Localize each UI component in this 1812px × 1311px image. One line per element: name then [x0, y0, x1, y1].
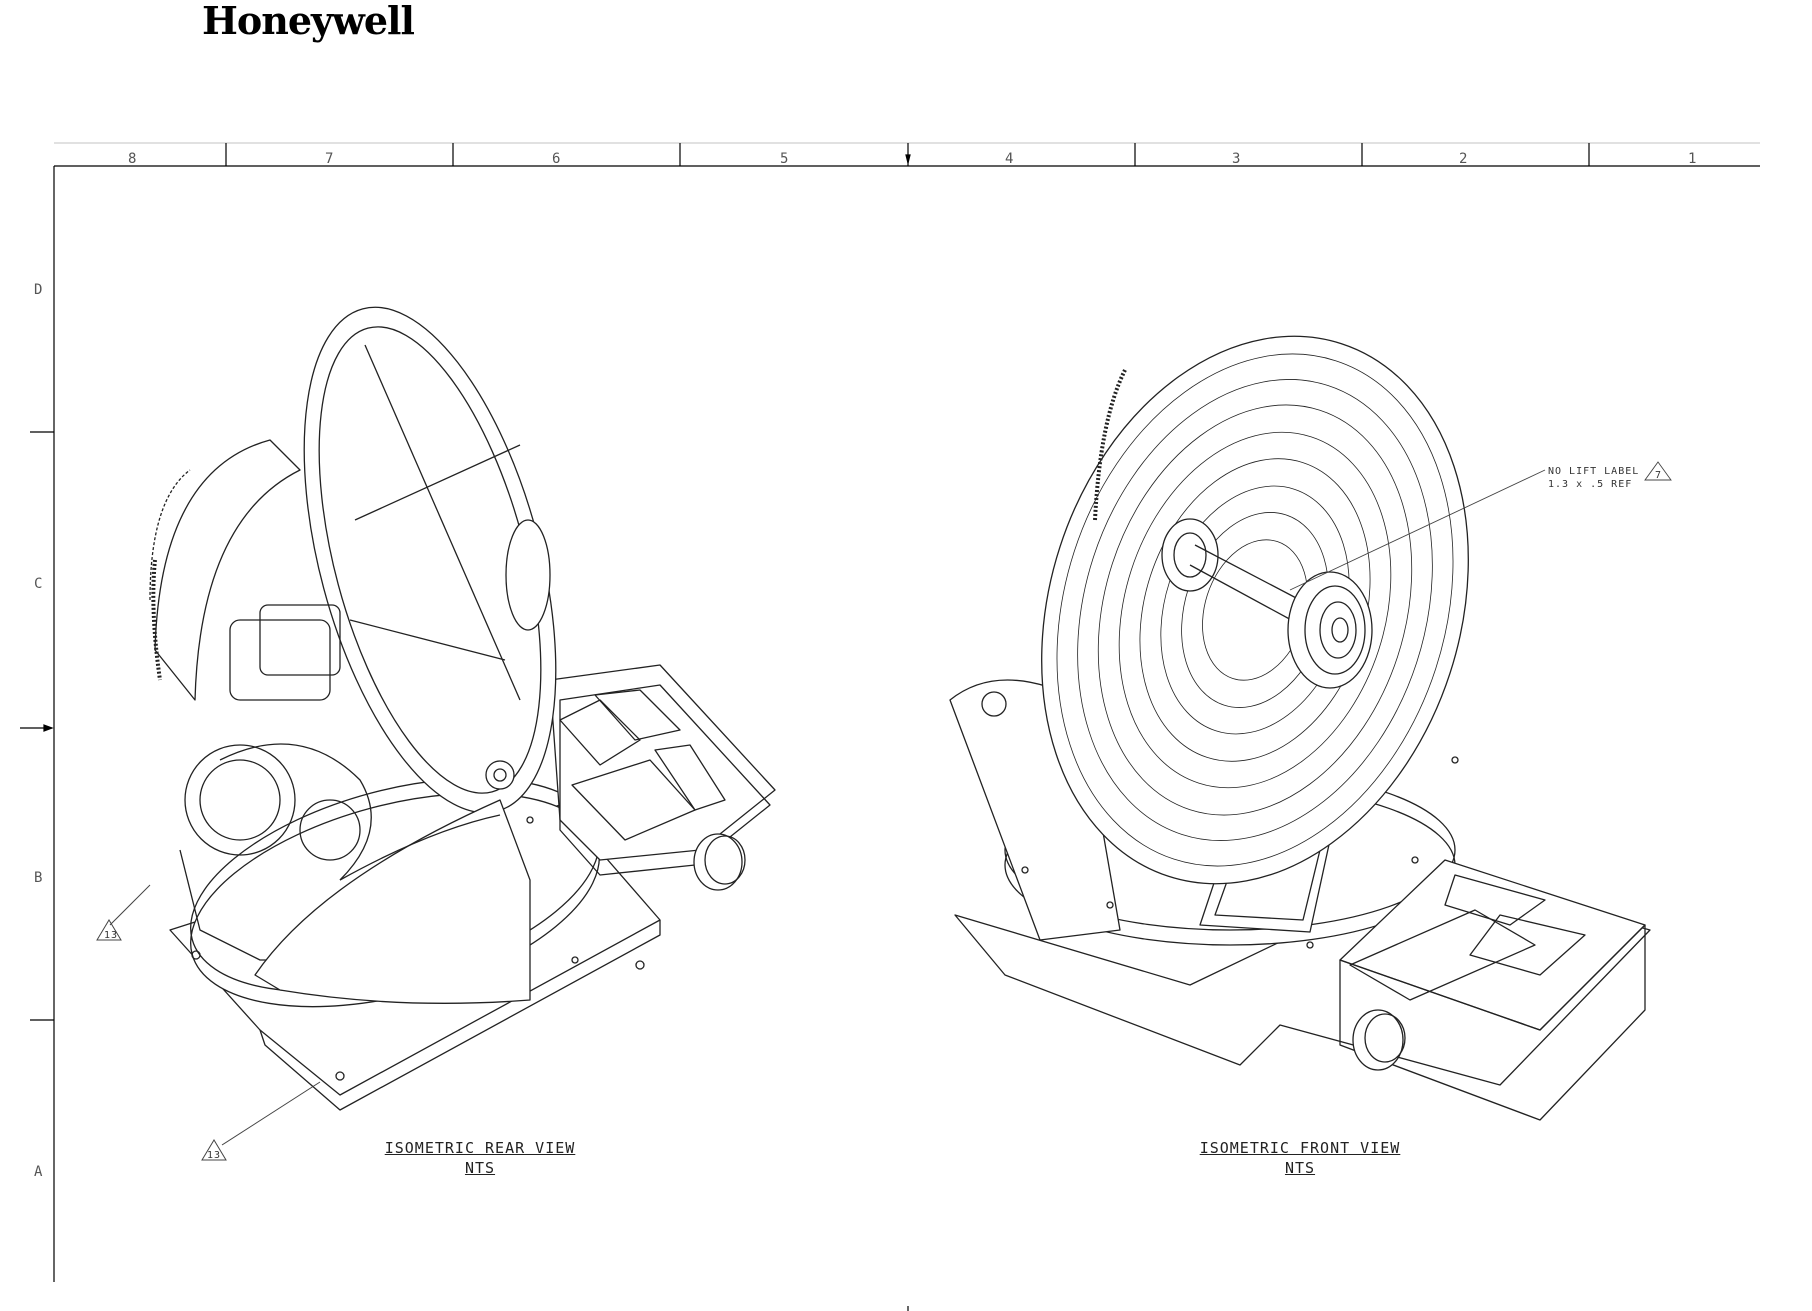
rear-view-title: ISOMETRIC REAR VIEW	[380, 1138, 580, 1158]
note-flag: 7	[1655, 470, 1662, 481]
note-line-2: 1.3 x .5 REF	[1548, 479, 1632, 490]
column-label: 6	[552, 151, 560, 167]
column-label: 8	[128, 151, 136, 167]
column-label: 4	[1005, 151, 1013, 167]
drawing-frame	[20, 143, 1760, 1311]
rear-view-caption: ISOMETRIC REAR VIEW NTS	[380, 1138, 580, 1178]
column-label: 7	[325, 151, 333, 167]
callout-flag: 13	[104, 930, 118, 941]
row-label: A	[34, 1164, 43, 1180]
column-label: 1	[1688, 151, 1696, 167]
column-labels: 8 7 6 5 4 3 2 1	[128, 151, 1696, 167]
callout-flag: 13	[207, 1150, 221, 1161]
isometric-rear-view-drawing	[150, 280, 775, 1110]
row-label: D	[34, 282, 42, 298]
column-label: 3	[1232, 151, 1240, 167]
row-label: C	[34, 576, 42, 592]
column-label: 5	[780, 151, 788, 167]
row-label: B	[34, 870, 42, 886]
front-view-title: ISOMETRIC FRONT VIEW	[1195, 1138, 1405, 1158]
rear-view-scale: NTS	[380, 1158, 580, 1178]
row-labels: D C B A	[34, 282, 43, 1180]
front-view-caption: ISOMETRIC FRONT VIEW NTS	[1195, 1138, 1405, 1178]
column-label: 2	[1459, 151, 1467, 167]
front-view-scale: NTS	[1195, 1158, 1405, 1178]
note-line-1: NO LIFT LABEL	[1548, 466, 1639, 477]
isometric-front-view-drawing	[950, 280, 1650, 1120]
